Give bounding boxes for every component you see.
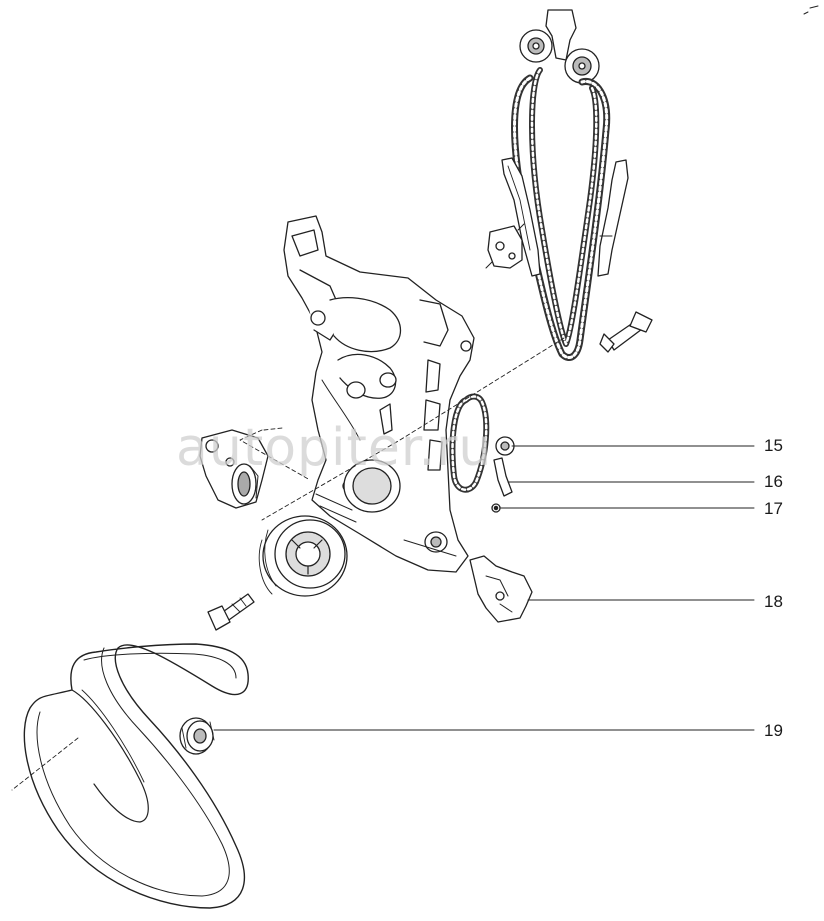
part-15-sprocket: [495, 436, 515, 456]
callout-15: 15: [764, 436, 783, 455]
guide-bolt: [599, 311, 653, 353]
chain-guide-left: [501, 157, 541, 277]
crankshaft-pulley: [258, 515, 348, 597]
camshaft-sprockets: [519, 5, 819, 84]
part-16-guide: [493, 457, 513, 497]
drive-belt: [23, 643, 249, 909]
callout-17: 17: [764, 499, 783, 518]
chain-tensioner: [485, 223, 525, 269]
leader-lines: [213, 445, 755, 731]
assembly-axis-lines: [11, 337, 565, 791]
watermark-text: autopiter.ru: [176, 418, 493, 478]
part-19-idler-pulley: [179, 717, 215, 755]
pulley-bolt: [207, 593, 255, 631]
front-timing-cover: [283, 215, 475, 573]
callout-19: 19: [764, 721, 783, 740]
callout-16: 16: [764, 472, 783, 491]
chain-guide-right: [597, 159, 629, 277]
callout-18: 18: [764, 592, 783, 611]
oil-pump-chain: [449, 393, 490, 493]
part-18-bracket: [469, 555, 533, 623]
belt-tensioner: [199, 429, 269, 509]
part-17-washer: [491, 503, 501, 513]
